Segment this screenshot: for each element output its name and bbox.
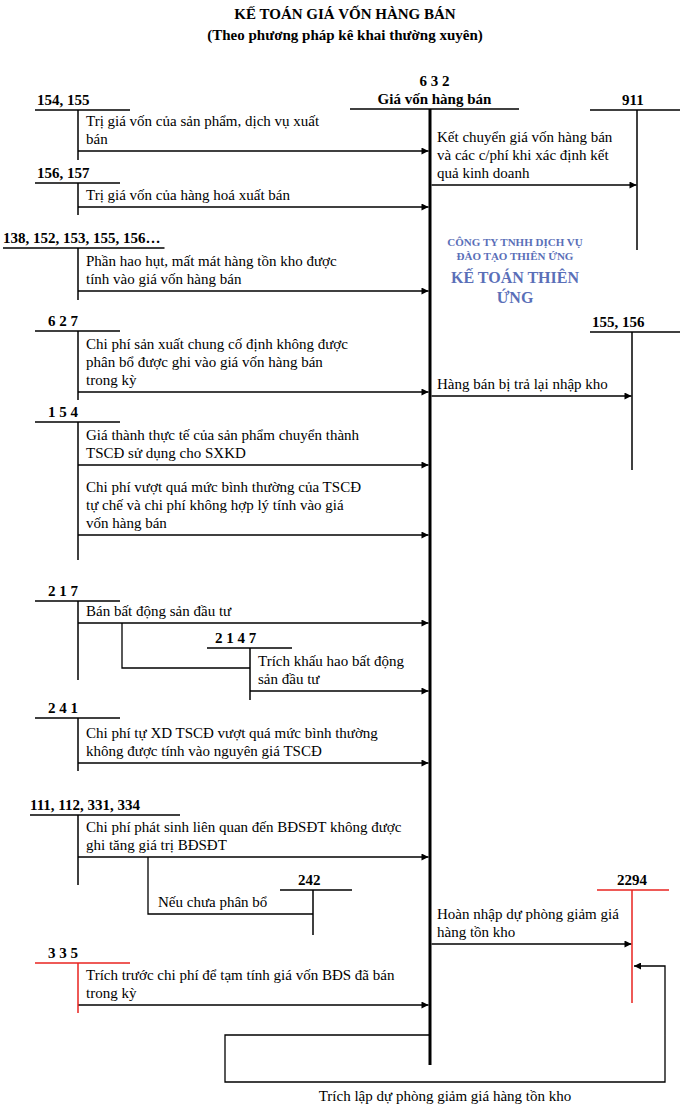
edge-label: Kết chuyển giá vốn hàng bán và các c/phí…	[437, 128, 622, 182]
watermark: KẾ TOÁN THIÊN ỨNG	[440, 268, 590, 308]
t-account-lines	[597, 871, 669, 1003]
account-number: 911	[622, 91, 644, 109]
subtitle: (Theo phương pháp kê khai thường xuyên)	[0, 26, 690, 45]
t-account-stem	[77, 248, 79, 300]
account-number: 156, 157	[37, 164, 90, 182]
account-number: 111, 112, 331, 334	[30, 796, 140, 814]
t-account-stem	[312, 890, 314, 935]
t-account-stem	[77, 422, 79, 560]
t-account: 2 1 7	[35, 582, 120, 680]
edge-label: Trích lập dự phòng giảm giá hàng tồn kho	[225, 1087, 665, 1105]
connector-arrow	[78, 534, 429, 535]
t-account-bar	[35, 962, 130, 964]
edge-label: Trị giá vốn của sản phẩm, dịch vụ xuất b…	[86, 112, 336, 148]
t-account-stem	[77, 718, 79, 771]
edge-label: Trích trước chi phí để tạm tính giá vốn …	[86, 966, 416, 1002]
account-number: 2 1 7	[48, 582, 78, 600]
t-account-stem	[631, 890, 633, 1003]
account-number: 2 4 1	[48, 699, 78, 717]
t-account-bar	[280, 889, 352, 891]
edge-label: Giá thành thực tế của sản phẩm chuyển th…	[86, 426, 366, 462]
watermark: CÔNG TY TNHH DỊCH VỤ ĐÀO TẠO THIÊN ỨNG	[440, 236, 590, 264]
connector-arrow	[432, 395, 632, 396]
connector-arrow	[432, 943, 632, 944]
t-account-bar	[597, 889, 669, 891]
t-account-bar	[590, 331, 680, 333]
connector-arrow	[148, 857, 313, 914]
connector-arrow	[78, 206, 429, 207]
t-account-bar	[30, 814, 180, 816]
t-account-stem	[636, 110, 638, 250]
edge-label: Nếu chưa phân bổ	[158, 893, 298, 911]
edge-label: Hàng bán bị trả lại nhập kho	[437, 375, 627, 393]
connector-arrow	[78, 1004, 429, 1005]
t-account-stem	[77, 110, 79, 160]
connector-arrow	[78, 290, 429, 291]
t-account-stem	[77, 601, 79, 680]
connector-arrow	[78, 391, 429, 392]
account-number: 138, 152, 153, 155, 156…	[3, 229, 161, 247]
t-account-bar	[35, 109, 130, 111]
connector-arrow	[78, 150, 429, 151]
account-number: 6 3 2	[350, 72, 519, 90]
t-account-stem	[249, 648, 251, 700]
t-account-bar	[3, 247, 165, 249]
connector-arrow	[432, 184, 637, 185]
connector-arrow	[78, 762, 429, 763]
t-account-lines	[590, 91, 680, 250]
account-number: 6 2 7	[48, 312, 78, 330]
t-account: 242	[280, 871, 352, 935]
account-number: 2294	[617, 871, 647, 889]
t-account-stem	[77, 963, 79, 1013]
connector-arrow	[225, 966, 665, 1082]
t-account: 2294	[597, 871, 669, 1003]
t-account-stem	[631, 332, 633, 470]
t-account-bar	[350, 108, 519, 110]
account-number: 155, 156	[592, 313, 645, 331]
edge-label: Chi phí tự XD TSCĐ vượt quá mức bình thư…	[86, 724, 416, 760]
t-account-stem	[77, 815, 79, 885]
edge-label: Chi phí phát sinh liên quan đến BĐSĐT kh…	[86, 818, 416, 854]
edge-label: Hoàn nhập dự phòng giảm giá hàng tồn kho	[437, 905, 627, 941]
t-account-stem	[77, 331, 79, 400]
connector-arrow	[78, 622, 429, 623]
account-number: 3 3 5	[48, 944, 78, 962]
account-number: 242	[298, 871, 321, 889]
connector-arrow	[78, 856, 429, 857]
t-account-stem	[77, 183, 79, 215]
t-account: 911	[590, 91, 680, 250]
account-name: Giá vốn hàng bán	[350, 90, 519, 108]
connector-arrow	[78, 464, 429, 465]
account-number: 2 1 4 7	[215, 629, 256, 647]
t-account-bar	[590, 109, 680, 111]
edge-label: Chi phí sản xuất chung cố định không đượ…	[86, 335, 356, 389]
edge-label: Chi phí vượt quá mức bình thường của TSC…	[86, 478, 366, 532]
account-number: 1 5 4	[48, 403, 78, 421]
connector-arrow	[250, 690, 429, 691]
t-account-stem	[429, 109, 432, 1065]
edge-label: Phần hao hụt, mất mát hàng tồn kho được …	[86, 252, 346, 288]
edge-label: Trích khấu hao bất động sản đầu tư	[258, 652, 418, 688]
diagram-title: KẾ TOÁN GIÁ VỐN HÀNG BÁN	[0, 4, 690, 24]
edge-label: Bán bất động sản đầu tư	[86, 602, 406, 620]
account-number: 154, 155	[37, 91, 90, 109]
edge-label: Trị giá vốn của hàng hoá xuất bán	[86, 186, 386, 204]
